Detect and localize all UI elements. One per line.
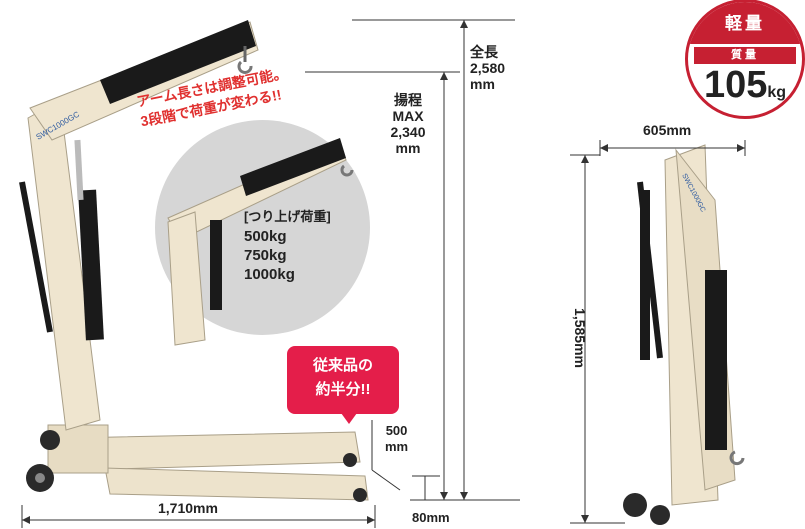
lift-height-label: 揚程 MAX 2,340 mm — [390, 92, 426, 156]
folded-crane: SWC1000GC — [623, 144, 745, 525]
half-weight-badge: 従来品の 約半分!! — [287, 346, 399, 424]
leg-height-label: 500 mm — [385, 423, 409, 454]
badge-line-2: 約半分!! — [315, 381, 371, 398]
hydraulic-cylinder — [78, 189, 104, 341]
leg-wheel-1 — [343, 453, 357, 467]
leg-wheel-2 — [353, 488, 367, 502]
caster-wheel-2 — [40, 430, 60, 450]
ground-clearance-label: 80mm — [412, 510, 450, 525]
capacity-title: [つり上げ荷重] — [244, 209, 331, 224]
badge-line-1: 従来品の — [312, 357, 373, 374]
base-block — [47, 424, 109, 474]
arrowheads — [22, 20, 745, 524]
weight-unit: kg — [767, 84, 787, 101]
base-length-label: 1,710mm — [158, 500, 218, 516]
folded-height-label: 1,585mm — [571, 308, 588, 368]
capacity-value-3: 1000kg — [244, 266, 295, 283]
front-leg-bottom — [104, 467, 369, 501]
hook — [237, 60, 253, 74]
boom-extension — [100, 20, 256, 104]
weight-badge-sub: 質量 — [694, 47, 796, 64]
capacity-value-1: 500kg — [244, 228, 287, 245]
weight-badge-value: 105kg — [688, 64, 802, 107]
weight-number: 105 — [703, 64, 768, 106]
weight-badge: 軽量 質量 105kg — [685, 0, 805, 119]
main-crane: SWC1000GC — [19, 20, 369, 502]
total-length-label: 全長 2,580 mm — [470, 44, 506, 92]
folded-extension — [705, 270, 727, 450]
folded-width-label: 605mm — [643, 122, 692, 138]
weight-badge-top: 軽量 — [688, 2, 802, 44]
capacity-value-2: 750kg — [244, 247, 287, 264]
pump-handle — [19, 181, 53, 333]
capacity-list: [つり上げ荷重] 500kg 750kg 1000kg — [244, 206, 331, 284]
